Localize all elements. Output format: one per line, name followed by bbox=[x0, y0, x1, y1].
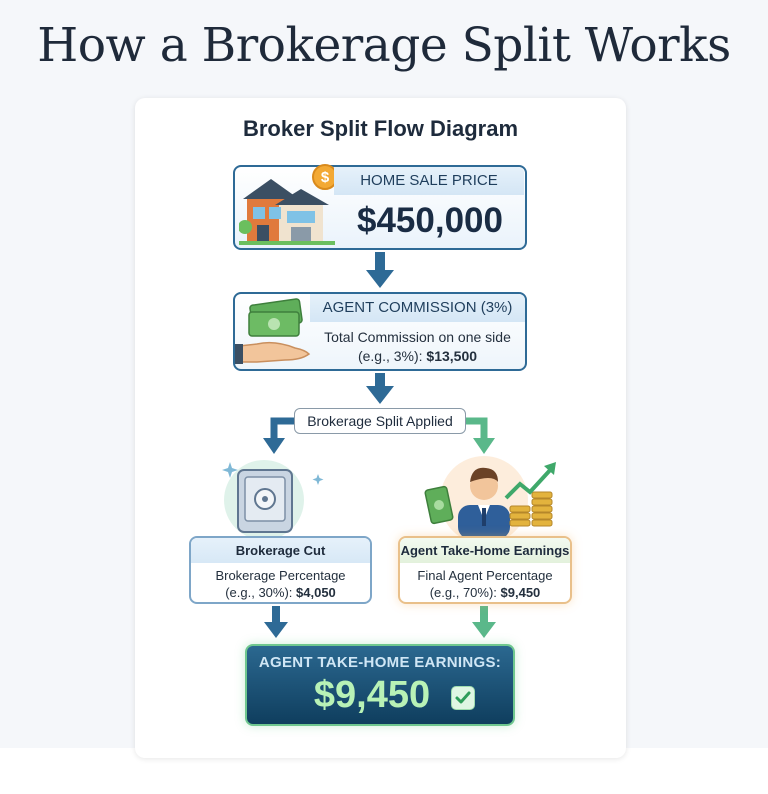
commission-label: AGENT COMMISSION (3%) bbox=[310, 294, 525, 322]
agent-earnings-line1: Final Agent Percentage bbox=[417, 568, 553, 583]
brokerage-cut-line1: Brokerage Percentage bbox=[215, 568, 346, 583]
sparkle-icon bbox=[222, 462, 324, 485]
brokerage-cut-box: Brokerage Cut Brokerage Percentage (e.g.… bbox=[189, 536, 372, 604]
arrow-down-icon bbox=[264, 606, 288, 638]
arrow-down-icon bbox=[366, 373, 394, 404]
brokerage-cut-description: Brokerage Percentage (e.g., 30%): $4,050 bbox=[191, 567, 370, 601]
final-earnings-value: $9,450 bbox=[313, 674, 431, 716]
final-earnings-label: AGENT TAKE-HOME EARNINGS: bbox=[258, 654, 502, 671]
growth-arrow-icon bbox=[504, 462, 556, 500]
agent-earnings-box: Agent Take-Home Earnings Final Agent Per… bbox=[398, 536, 572, 604]
safe-icon bbox=[224, 460, 304, 540]
commission-value: $13,500 bbox=[426, 348, 478, 364]
brokerage-cut-line2-prefix: (e.g., 30%): bbox=[225, 585, 297, 600]
commission-line2-prefix: (e.g., 3%): bbox=[357, 348, 427, 364]
arrow-branch-left-icon bbox=[263, 417, 294, 454]
brokerage-cut-title: Brokerage Cut bbox=[191, 538, 370, 563]
commission-description: Total Commission on one side (e.g., 3%):… bbox=[315, 328, 520, 366]
coins-icon bbox=[509, 491, 553, 527]
arrow-branch-right-icon bbox=[466, 417, 495, 454]
brokerage-split-label: Brokerage Split Applied bbox=[294, 408, 466, 434]
brokerage-cut-line2: (e.g., 30%): $4,050 bbox=[191, 584, 370, 601]
agent-earnings-line2: (e.g., 70%): $9,450 bbox=[400, 584, 570, 601]
agent-commission-box: AGENT COMMISSION (3%) Total Commission o… bbox=[233, 292, 527, 371]
arrow-down-icon bbox=[366, 252, 394, 288]
page-title: How a Brokerage Split Works bbox=[37, 18, 731, 73]
commission-line2: (e.g., 3%): $13,500 bbox=[315, 347, 520, 366]
agent-icon bbox=[440, 456, 528, 544]
brokerage-cut-value: $4,050 bbox=[296, 585, 336, 600]
agent-earnings-value: $9,450 bbox=[500, 585, 541, 600]
final-earnings-box: AGENT TAKE-HOME EARNINGS: $9,450 bbox=[245, 644, 515, 726]
hand-icon bbox=[235, 341, 311, 364]
agent-earnings-line2-prefix: (e.g., 70%): bbox=[429, 585, 501, 600]
money-stack-icon bbox=[248, 298, 303, 337]
check-icon bbox=[451, 686, 475, 710]
agent-earnings-description: Final Agent Percentage (e.g., 70%): $9,4… bbox=[400, 567, 570, 601]
svg-text:$: $ bbox=[321, 169, 330, 186]
home-sale-value: $450,000 bbox=[357, 201, 503, 240]
home-sale-box: $ HOME SALE PRICE $450,000 bbox=[233, 164, 527, 250]
commission-line1: Total Commission on one side bbox=[324, 329, 511, 345]
diagram-title: Broker Split Flow Diagram bbox=[242, 116, 519, 141]
agent-earnings-title: Agent Take-Home Earnings bbox=[400, 538, 570, 563]
house-icon bbox=[239, 179, 335, 245]
arrow-down-icon bbox=[472, 606, 496, 638]
home-sale-label: HOME SALE PRICE bbox=[334, 167, 524, 195]
cash-icon bbox=[424, 485, 454, 525]
